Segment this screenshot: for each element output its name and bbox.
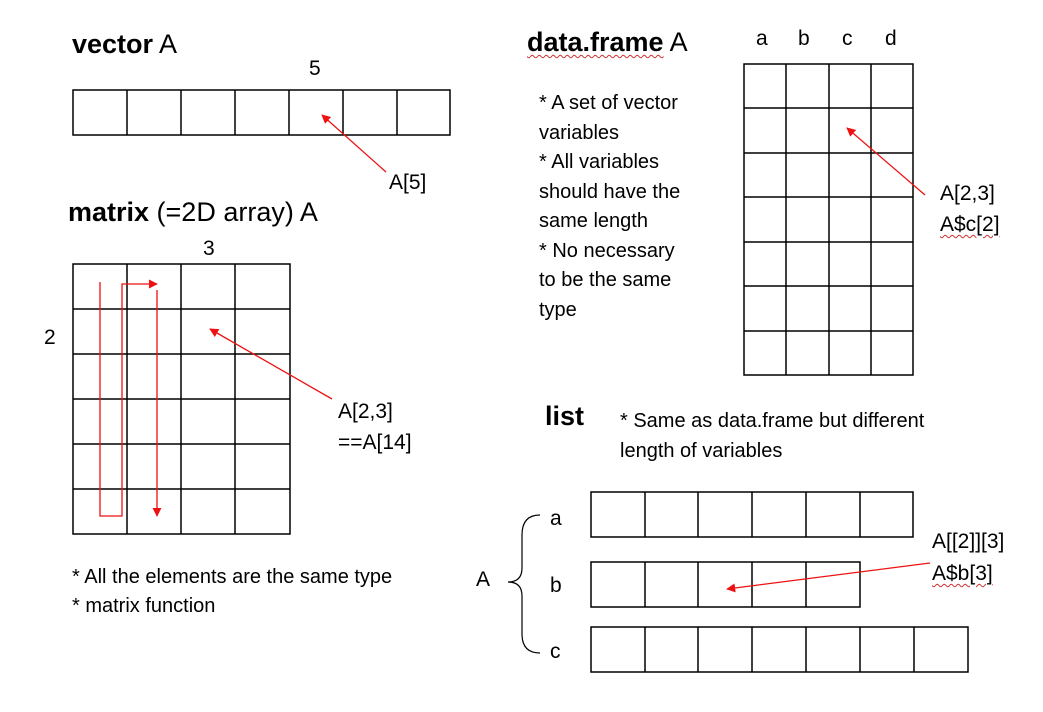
vector-access-arrow: [321, 114, 387, 173]
matrix-title: matrix (=2D array) A: [68, 197, 318, 227]
df-col-d: d: [885, 27, 897, 50]
list-brace: [507, 514, 541, 654]
df-access-label-1: A[2,3]: [940, 182, 995, 205]
list-access-arrow: [726, 562, 931, 593]
list-element-a: a: [550, 507, 562, 530]
list-notes: * Same as data.frame but different lengt…: [620, 410, 925, 462]
matrix-col-label: 3: [203, 237, 215, 260]
df-col-b: b: [798, 27, 810, 50]
matrix-note-1: * All the elements are the same type: [72, 566, 393, 588]
dataframe-cells: [743, 63, 914, 376]
df-notes: * A set of vector variables * All variab…: [539, 92, 681, 321]
list-access-label-1: A[[2]][3]: [932, 530, 1005, 553]
list-name-label: A: [476, 568, 491, 591]
df-col-a: a: [756, 27, 768, 50]
matrix-note-2: * matrix function: [72, 595, 216, 617]
matrix-cells: [72, 263, 291, 535]
list-element-c: c: [550, 640, 561, 663]
vector-cells: [72, 89, 451, 136]
list-access-label-2: A$b[3]: [932, 562, 993, 585]
list-cells-a: [590, 491, 914, 538]
matrix-access-arrow: [209, 328, 333, 400]
list-cells-c: [590, 626, 969, 673]
df-col-c: c: [842, 27, 853, 50]
list-title: list: [545, 401, 585, 431]
matrix-order-arrow-1: [99, 279, 158, 517]
list-cells-b: [590, 561, 861, 608]
dataframe-title: data.frame A: [527, 27, 688, 57]
list-element-b: b: [550, 574, 562, 597]
df-access-label-2: A$c[2]: [940, 213, 1000, 236]
matrix-access-label-2: ==A[14]: [338, 431, 412, 454]
vector-index-label: 5: [309, 57, 321, 80]
vector-title: vector A: [72, 29, 178, 59]
vector-access-label: A[5]: [389, 171, 427, 194]
matrix-row-label: 2: [44, 326, 56, 349]
df-access-arrow: [846, 127, 926, 196]
matrix-access-label-1: A[2,3]: [338, 400, 393, 423]
